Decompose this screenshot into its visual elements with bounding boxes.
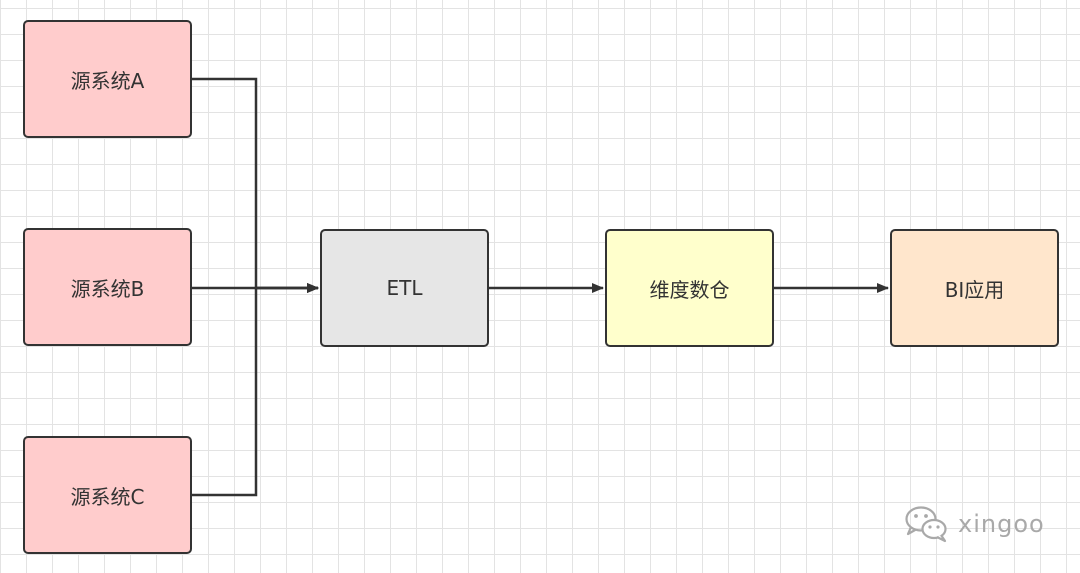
node-dim-warehouse[interactable]: 维度数仓 bbox=[605, 229, 774, 347]
wechat-icon bbox=[905, 506, 947, 543]
node-source-c-label: 源系统C bbox=[70, 484, 145, 509]
node-source-b-label: 源系统B bbox=[70, 276, 145, 301]
node-bi-app[interactable]: BI应用 bbox=[890, 229, 1059, 347]
node-source-c[interactable]: 源系统C bbox=[23, 436, 192, 554]
watermark-text: xingoo bbox=[958, 510, 1045, 538]
node-source-a[interactable]: 源系统A bbox=[23, 20, 192, 138]
node-etl[interactable]: ETL bbox=[320, 229, 489, 347]
node-etl-label: ETL bbox=[386, 276, 423, 300]
node-dim-warehouse-label: 维度数仓 bbox=[649, 277, 730, 302]
watermark: xingoo bbox=[904, 502, 1045, 546]
edge-source-a-etl bbox=[192, 77, 319, 293]
node-bi-app-label: BI应用 bbox=[944, 277, 1005, 302]
edge-source-c-etl bbox=[192, 283, 319, 497]
node-source-a-label: 源系统A bbox=[70, 68, 145, 93]
node-source-b[interactable]: 源系统B bbox=[23, 228, 192, 346]
